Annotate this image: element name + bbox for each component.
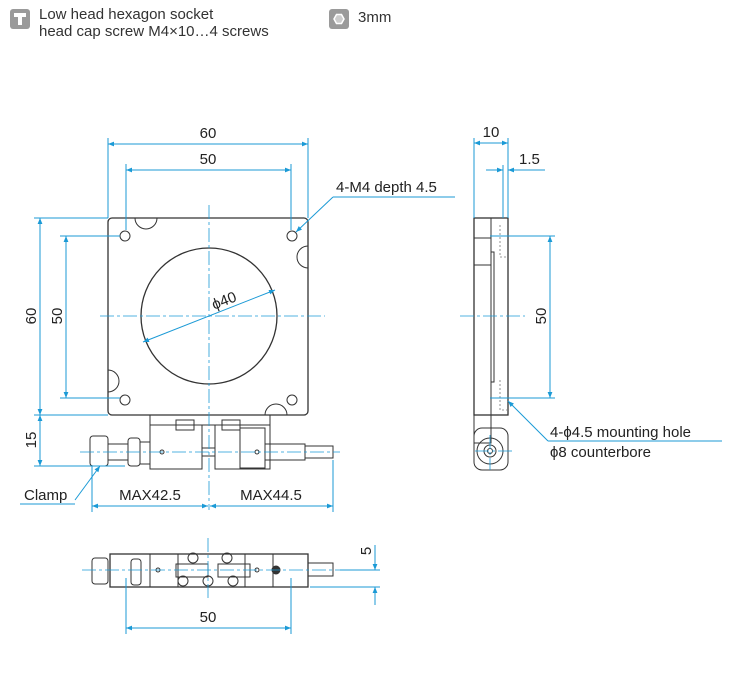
counterbore-label: ϕ8 counterbore — [550, 444, 651, 461]
hex-wrench-icon — [329, 9, 349, 29]
dim-side-50: 50 — [533, 308, 550, 325]
dim-height-60: 60 — [23, 308, 40, 325]
dim-bottom-50: 50 — [200, 609, 217, 626]
screw-line-2: head cap screw M4×10…4 screws — [39, 23, 269, 40]
dim-width-60: 60 — [200, 125, 217, 142]
wrench-legend: 3mm — [329, 6, 391, 29]
side-view: 10 1.5 50 4-ϕ4.5 mounting hole ϕ8 counte… — [460, 124, 722, 471]
dim-step-1-5: 1.5 — [519, 151, 540, 168]
tapped-holes-label: 4-M4 depth 4.5 — [336, 179, 437, 196]
dim-offset-5: 5 — [358, 547, 375, 555]
clamp-label: Clamp — [24, 487, 67, 504]
screw-legend: Low head hexagon socket head cap screw M… — [10, 6, 269, 40]
bottom-view: 50 5 — [82, 538, 380, 634]
screw-line-1: Low head hexagon socket — [39, 6, 214, 23]
screw-icon — [10, 9, 30, 29]
mounting-hole-label: 4-ϕ4.5 mounting hole — [550, 424, 691, 441]
dim-height-15: 15 — [23, 432, 40, 449]
dim-height-50: 50 — [49, 308, 66, 325]
dim-width-50: 50 — [200, 151, 217, 168]
wrench-size: 3mm — [358, 9, 392, 26]
front-view: ϕ40 60 50 60 50 15 4-M4 depth 4.5 Clamp … — [20, 125, 455, 512]
travel-right: MAX44.5 — [240, 487, 302, 504]
dim-thickness-10: 10 — [483, 124, 500, 141]
travel-left: MAX42.5 — [119, 487, 181, 504]
